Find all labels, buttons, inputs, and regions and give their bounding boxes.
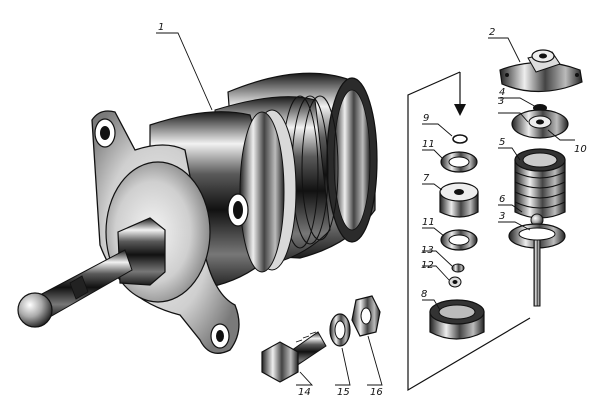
leader-lines	[156, 32, 575, 386]
main-assembly-part-1	[17, 72, 378, 354]
callout-1: 1	[158, 22, 164, 33]
callout-7: 7	[423, 173, 430, 184]
cover-flange-part-2	[499, 49, 583, 93]
cap-nut-part-8	[429, 299, 485, 340]
callout-11b: 11	[422, 217, 435, 228]
washer-part-13	[451, 263, 465, 273]
bolt-part-14	[261, 331, 327, 383]
callout-13: 13	[421, 245, 434, 256]
nut-part-12	[448, 276, 462, 288]
callout-14: 14	[298, 387, 311, 398]
seal-ring-part-11-upper	[440, 151, 478, 173]
callout-3b: 3	[499, 211, 505, 222]
callout-15: 15	[337, 387, 350, 398]
callout-4: 4	[499, 87, 505, 98]
piston-part-7	[439, 182, 479, 218]
callout-3a: 3	[498, 96, 504, 107]
washer-part-15	[329, 313, 351, 347]
callout-11a: 11	[422, 139, 435, 150]
callout-6: 6	[499, 194, 505, 205]
seal-ring-part-11-lower	[440, 229, 478, 251]
nut-part-16	[351, 295, 381, 337]
assembly-arrow-head	[454, 104, 466, 116]
callout-8: 8	[421, 289, 427, 300]
callout-2: 2	[489, 27, 495, 38]
callout-9: 9	[423, 113, 429, 124]
callout-10: 10	[574, 144, 587, 155]
diaphragm-part-3-upper	[511, 109, 569, 139]
o-ring-part-9	[452, 134, 468, 144]
callout-12: 12	[421, 260, 434, 271]
callout-5: 5	[499, 137, 505, 148]
assembly-bracket-line	[407, 71, 531, 392]
callout-16: 16	[370, 387, 383, 398]
valve-stem-part-6	[508, 213, 566, 307]
threaded-sleeve-part-5	[514, 148, 566, 219]
